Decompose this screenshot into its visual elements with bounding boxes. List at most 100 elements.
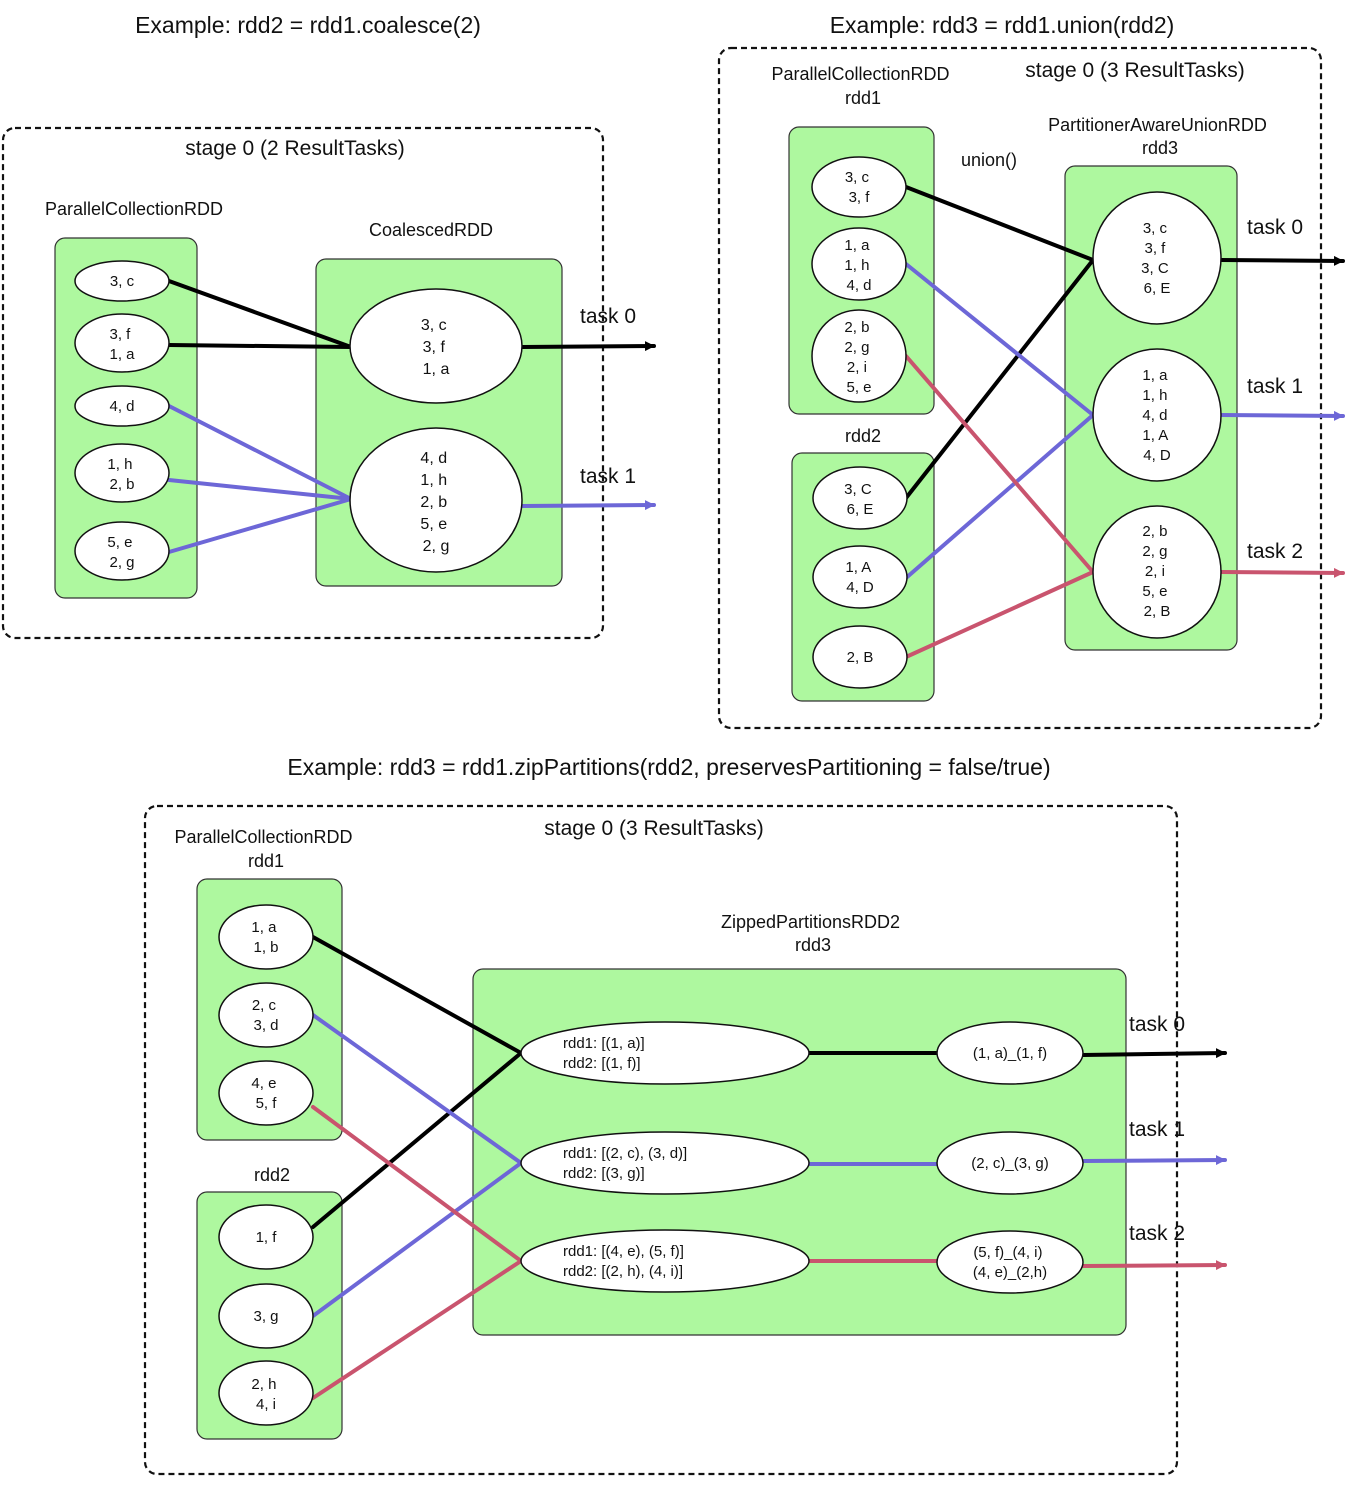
partition-text: (2, c)_(3, g) xyxy=(971,1155,1049,1172)
union-stage-box xyxy=(717,46,1323,730)
label-line: ParallelCollectionRDD xyxy=(771,64,949,84)
union-title: Example: rdd3 = rdd1.union(rdd2) xyxy=(830,12,1175,38)
partition-line: 1, a xyxy=(844,237,870,254)
task-1-arrow xyxy=(1081,1155,1227,1166)
partition-line: 2, g xyxy=(423,538,450,555)
zip-stage-label: stage 0 (3 ResultTasks) xyxy=(544,817,763,840)
partition-ellipse xyxy=(1092,348,1222,482)
edge xyxy=(904,262,1095,417)
partition-ellipse xyxy=(936,1021,1084,1085)
partition-text: 4, e 5, f xyxy=(251,1075,280,1112)
edge xyxy=(904,354,1095,574)
coalesce-rdd2-partitions: 3, c 3, f 1, a 4, d 1, h 2, b 5, e 2, g xyxy=(349,288,523,573)
partition-line: 4, D xyxy=(846,579,874,596)
partition-ellipse xyxy=(811,309,907,403)
partition-text: 3, c 3, f xyxy=(845,169,873,206)
partition-line: 1, a xyxy=(109,346,135,363)
partition-line: 1, h xyxy=(107,456,132,473)
coalesce-rdd1-label: ParallelCollectionRDD xyxy=(45,199,223,219)
edge xyxy=(904,185,1095,262)
partition-line: 1, f xyxy=(256,1229,278,1246)
partition-line: (4, e)_(2,h) xyxy=(973,1264,1047,1281)
partition-ellipse xyxy=(936,1230,1084,1294)
union-rdd3-partitions: 3, c 3, f 3, C 6, E 1, a 1, h 4, d 1, A … xyxy=(1092,191,1222,639)
partition-line: (5, f)_(4, i) xyxy=(973,1244,1042,1261)
coalesce-task-0-label: task 0 xyxy=(580,305,636,328)
partition-line: 3, f xyxy=(849,189,871,206)
partition-line: 2, b xyxy=(1142,523,1167,540)
partition-text: (5, f)_(4, i) (4, e)_(2,h) xyxy=(973,1244,1047,1281)
partition-line: 5, f xyxy=(256,1095,278,1112)
task-0-arrow xyxy=(1219,255,1345,266)
partition-line: 1, h xyxy=(844,257,869,274)
partition-line: 2, g xyxy=(844,339,869,356)
edge xyxy=(904,413,1095,580)
partition-line: 2, B xyxy=(847,649,874,666)
union-task-2-label: task 2 xyxy=(1247,540,1303,563)
partition-ellipse xyxy=(936,1131,1084,1195)
partition-text: 1, a 1, h 4, d xyxy=(844,237,873,294)
partition-line: 4, e xyxy=(251,1075,276,1092)
coalesce-stage-label: stage 0 (2 ResultTasks) xyxy=(185,137,404,160)
partition-text: rdd1: [(1, a)] rdd2: [(1, f)] xyxy=(563,1035,649,1072)
zip-edges xyxy=(311,935,1227,1400)
task-2-arrow xyxy=(1081,1260,1227,1271)
partition-text: rdd1: [(4, e), (5, f)] rdd2: [(2, h), (4… xyxy=(563,1243,688,1280)
partition-ellipse xyxy=(74,313,170,373)
partition-ellipse xyxy=(812,545,908,609)
partition-ellipse xyxy=(218,1060,314,1126)
partition-text: 2, B xyxy=(847,649,874,666)
partition-ellipse xyxy=(218,904,314,970)
partition-ellipse xyxy=(811,227,907,301)
partition-line: rdd2: [(2, h), (4, i)] xyxy=(563,1263,683,1280)
partition-ellipse xyxy=(520,1229,810,1293)
task-1-arrow xyxy=(1219,410,1345,421)
edge xyxy=(167,404,353,501)
partition-text: 2, c 3, d xyxy=(252,997,280,1034)
partition-line: 4, d xyxy=(1142,407,1167,424)
partition-line: 5, e xyxy=(107,534,132,551)
coalesce-rdd1-partitions: 3, c 3, f 1, a 4, d 1, h 2, b 5, e 2, g xyxy=(74,260,170,581)
edge xyxy=(311,1013,523,1165)
partition-text: 2, b 2, g 2, i 5, e xyxy=(844,319,873,396)
union-stage-label: stage 0 (3 ResultTasks) xyxy=(1025,59,1244,82)
partition-line: 3, c xyxy=(110,273,135,290)
union-rdd2-label: rdd2 xyxy=(845,426,881,446)
partition-line: 4, d xyxy=(846,277,871,294)
partition-line: 2, g xyxy=(109,554,134,571)
partition-line: 1, h xyxy=(1142,387,1167,404)
edge xyxy=(167,279,353,349)
partition-line: 3, C xyxy=(844,481,872,498)
label-line: rdd3 xyxy=(1142,138,1178,158)
partition-line: 4, d xyxy=(109,398,134,415)
partition-text: 3, c 3, f 1, a xyxy=(421,317,451,378)
partition-text: 3, c xyxy=(110,273,135,290)
partition-ellipse xyxy=(218,982,314,1048)
zip-rdd3-label: ZippedPartitionsRDD2 rdd3 xyxy=(721,912,905,955)
label-line: rdd3 xyxy=(795,935,831,955)
union-rdd1-label: ParallelCollectionRDD rdd1 xyxy=(771,64,954,108)
partition-line: rdd1: [(4, e), (5, f)] xyxy=(563,1243,684,1260)
partition-text: 2, h 4, i xyxy=(251,1376,280,1413)
edge xyxy=(311,1161,523,1318)
edge xyxy=(311,1259,523,1400)
partition-ellipse xyxy=(520,1021,810,1085)
partition-line: rdd2: [(1, f)] xyxy=(563,1055,641,1072)
partition-line: 6, E xyxy=(847,501,874,518)
partition-line: (1, a)_(1, f) xyxy=(973,1045,1047,1062)
zip-stage-box xyxy=(143,804,1179,1476)
partition-line: 3, f xyxy=(1144,240,1166,257)
edge xyxy=(311,1051,523,1229)
partition-line: 2, b xyxy=(109,476,134,493)
partition-line: 1, a xyxy=(251,919,277,936)
edge xyxy=(311,1105,523,1263)
zip-rdd1-label: ParallelCollectionRDD rdd1 xyxy=(174,827,357,871)
partition-line: 5, e xyxy=(1142,583,1167,600)
coalesce-task-1-label: task 1 xyxy=(580,465,636,488)
partition-ellipse xyxy=(74,443,170,503)
zip-rdd2-label: rdd2 xyxy=(254,1165,290,1185)
task-2-arrow xyxy=(1219,567,1345,578)
partition-line: 3, f xyxy=(423,339,446,356)
zip-task-1-label: task 1 xyxy=(1129,1118,1185,1141)
partition-line: 3, C xyxy=(1141,260,1169,277)
